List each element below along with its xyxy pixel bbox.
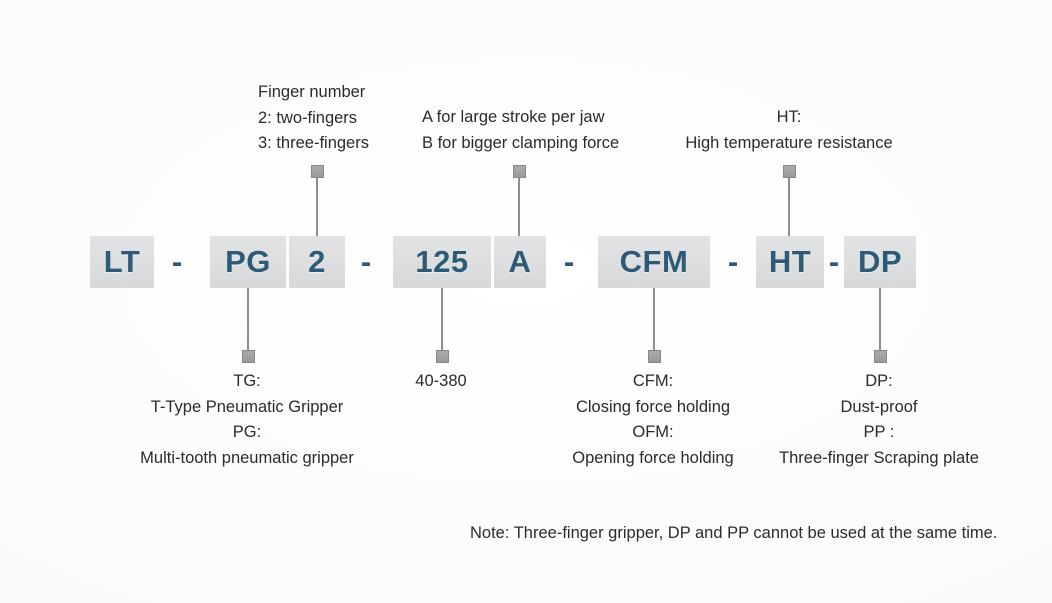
connector-line-finger-number — [316, 178, 318, 236]
annotation-line: Multi-tooth pneumatic gripper — [140, 448, 354, 467]
connector-line-protection — [879, 288, 881, 350]
annotation-line: PP : — [863, 423, 895, 441]
connector-line-gripper-type — [247, 288, 249, 350]
code-chip-dp[interactable]: DP — [844, 236, 916, 288]
annotation-finger-number: Finger number 2: two-fingers 3: three-fi… — [258, 80, 369, 157]
connector-node-high-temperature — [783, 165, 796, 178]
connector-line-force-holding — [653, 288, 655, 350]
connector-line-stroke-force — [518, 178, 520, 236]
annotation-line: 40-380 — [415, 372, 467, 390]
annotation-line: Opening force holding — [572, 448, 734, 467]
annotation-line: High temperature resistance — [685, 133, 893, 152]
model-code-row: LT - PG 2 - 125 A - CFM - HT - DP — [0, 236, 1052, 288]
annotation-line: HT: — [776, 108, 802, 126]
connector-node-protection — [874, 350, 887, 363]
annotation-line: T-Type Pneumatic Gripper — [150, 397, 344, 416]
code-chip-ht[interactable]: HT — [756, 236, 824, 288]
code-separator: - — [171, 244, 183, 279]
annotation-line: Finger number — [258, 83, 366, 101]
connector-line-high-temperature — [788, 178, 790, 236]
annotation-high-temperature: HT: High temperature resistance — [639, 105, 939, 156]
code-separator: - — [727, 244, 739, 279]
code-chip-a[interactable]: A — [494, 236, 546, 288]
annotation-line: Dust-proof — [840, 397, 918, 416]
annotation-line: TG: — [233, 372, 261, 390]
code-chip-pg[interactable]: PG — [210, 236, 286, 288]
annotation-line: DP: — [865, 372, 893, 390]
annotation-stroke-force: A for large stroke per jaw B for bigger … — [422, 105, 619, 156]
annotation-line: A for large stroke per jaw — [422, 108, 605, 126]
code-chip-125[interactable]: 125 — [393, 236, 491, 288]
annotation-line: 3: three-fingers — [258, 134, 369, 152]
annotation-gripper-type: TG: T-Type Pneumatic Gripper PG: Multi-t… — [97, 369, 397, 471]
code-separator: - — [563, 244, 575, 279]
annotation-line: B for bigger clamping force — [422, 133, 620, 152]
connector-node-size-range — [436, 350, 449, 363]
annotation-line: PG: — [232, 423, 262, 441]
connector-node-finger-number — [311, 165, 324, 178]
annotation-line: Three-finger Scraping plate — [779, 448, 979, 467]
annotation-line: Closing force holding — [575, 397, 731, 416]
code-chip-lt[interactable]: LT — [90, 236, 154, 288]
annotation-force-holding: CFM: Closing force holding OFM: Opening … — [528, 369, 778, 471]
connector-line-size-range — [441, 288, 443, 350]
annotation-protection: DP: Dust-proof PP : Three-finger Scrapin… — [754, 369, 1004, 471]
code-separator: - — [360, 244, 372, 279]
annotation-line: 2: two-fingers — [258, 108, 358, 127]
annotation-line: CFM: — [632, 372, 674, 390]
diagram-note: Note: Three-finger gripper, DP and PP ca… — [470, 524, 998, 542]
code-separator: - — [828, 244, 840, 279]
code-chip-2[interactable]: 2 — [289, 236, 345, 288]
code-chip-cfm[interactable]: CFM — [598, 236, 710, 288]
connector-node-stroke-force — [513, 165, 526, 178]
annotation-size-range: 40-380 — [366, 369, 516, 395]
connector-node-force-holding — [648, 350, 661, 363]
connector-node-gripper-type — [242, 350, 255, 363]
annotation-line: OFM: — [632, 423, 674, 441]
